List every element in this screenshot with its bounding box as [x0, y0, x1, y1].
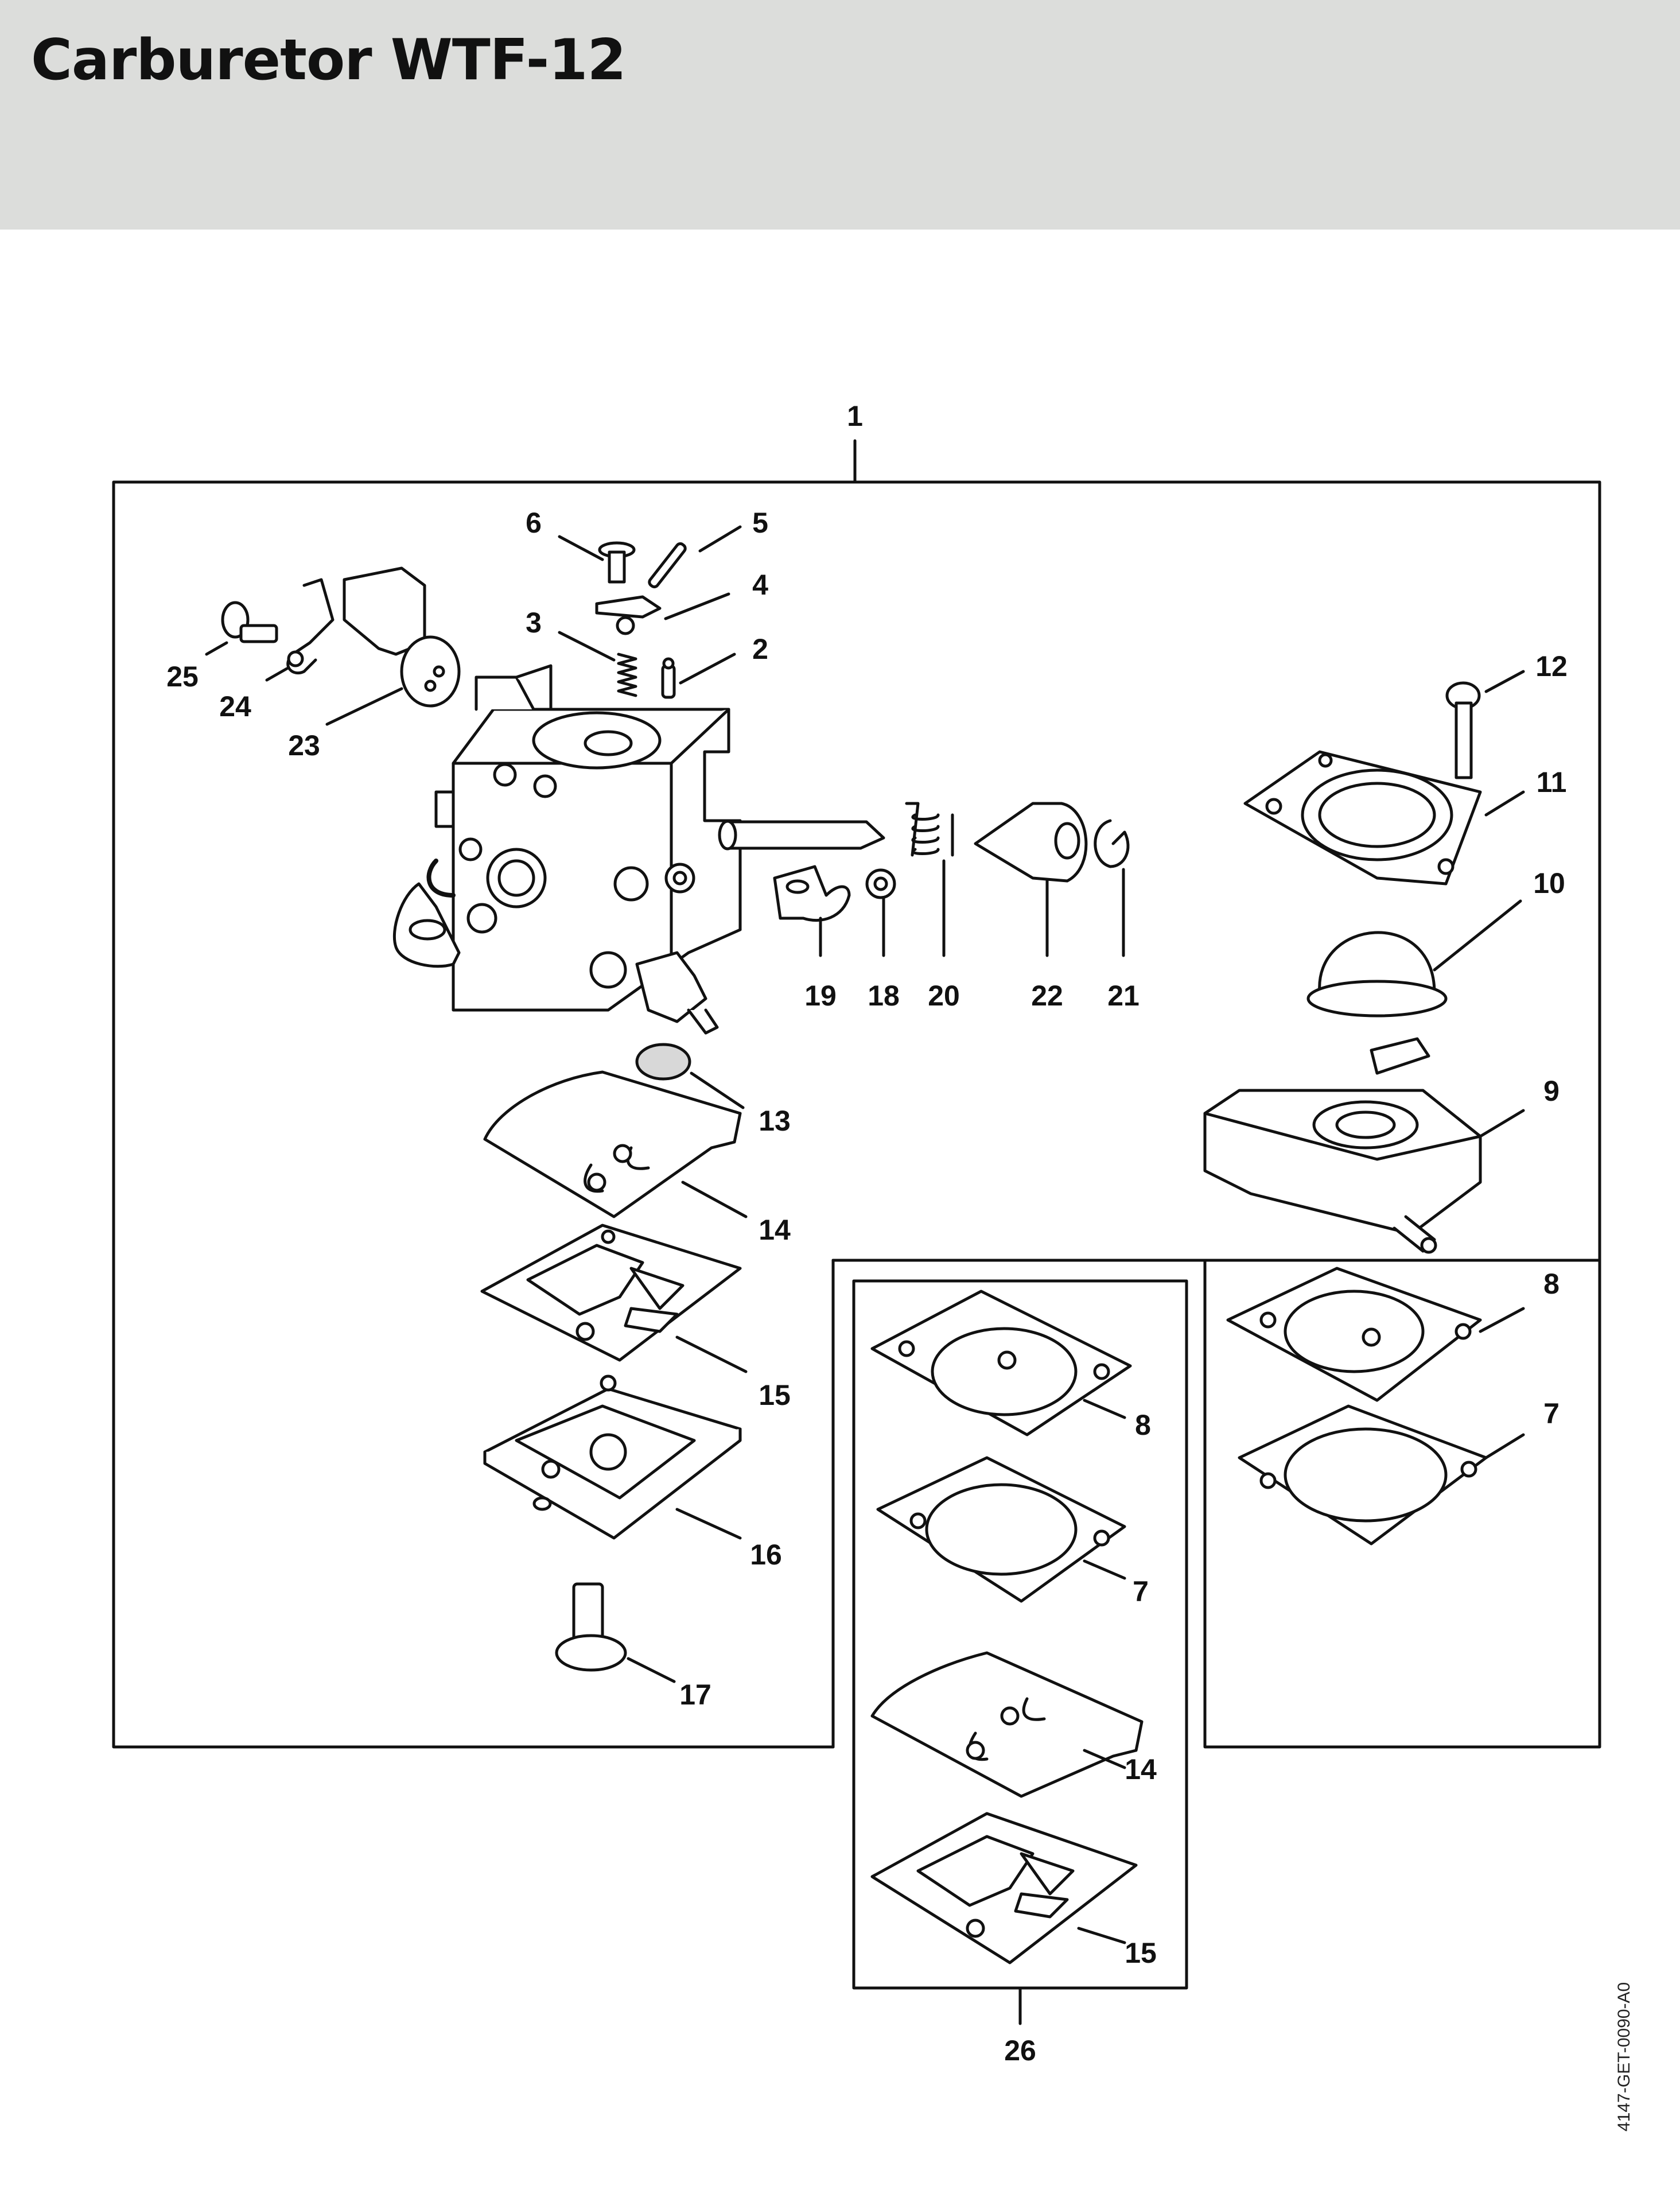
- inlet-needle: [661, 657, 676, 699]
- leader-4: [664, 592, 730, 620]
- pump-diaphragm-8b: [870, 1290, 1132, 1436]
- primer-bulb: [1306, 931, 1448, 1018]
- callout-11: 11: [1537, 766, 1567, 798]
- leader-9: [1479, 1109, 1525, 1138]
- kit-bracket: [831, 1259, 1207, 2025]
- screw-25: [221, 601, 278, 643]
- callout-24: 24: [219, 690, 251, 723]
- callout-20: 20: [928, 980, 960, 1012]
- callout-10: 10: [1533, 867, 1565, 899]
- pump-diaphragm-8a: [1226, 1267, 1482, 1402]
- leader-14b: [1083, 1749, 1126, 1769]
- leader-3: [558, 631, 616, 662]
- callout-4: 4: [752, 569, 768, 601]
- leader-15b: [1077, 1927, 1126, 1944]
- leader-12: [1484, 670, 1525, 693]
- gasket-15: [480, 1224, 742, 1362]
- callout-5: 5: [752, 507, 768, 539]
- callout-14b: 14: [1125, 1753, 1157, 1785]
- control-lever: [595, 595, 662, 635]
- callout-2: 2: [752, 633, 768, 665]
- leader-11: [1484, 790, 1525, 817]
- gasket-14b: [870, 1651, 1144, 1798]
- callout-23: 23: [288, 729, 320, 762]
- callout-22: 22: [1031, 980, 1063, 1012]
- pump-housing: [1203, 1037, 1482, 1254]
- callout-3: 3: [526, 607, 542, 639]
- spring: [617, 653, 637, 697]
- page-title: Carburetor WTF-12: [31, 28, 627, 93]
- e-clip: [1094, 819, 1130, 868]
- leader-17: [627, 1657, 676, 1683]
- callout-15b: 15: [1125, 1937, 1157, 1969]
- leader-24: [265, 667, 289, 682]
- callout-6: 6: [526, 507, 542, 539]
- gasket-15b: [870, 1812, 1138, 1964]
- assembly-bracket: [112, 439, 1601, 1749]
- callout-21: 21: [1107, 980, 1140, 1012]
- leader-8a: [1479, 1307, 1525, 1333]
- screw-12: [1445, 681, 1481, 779]
- leader-2: [679, 653, 736, 685]
- strainer: [635, 1043, 691, 1081]
- clip: [286, 578, 335, 675]
- lever-19: [773, 865, 851, 922]
- callout-25: 25: [166, 661, 199, 693]
- callout-13: 13: [759, 1105, 791, 1137]
- gasket-14: [483, 1070, 742, 1218]
- metering-plate: [483, 1374, 742, 1540]
- connector: [343, 566, 461, 708]
- document-code: 4147-GET-0090-A0: [1615, 1982, 1634, 2131]
- leader-7a: [1484, 1433, 1525, 1459]
- leader-8b: [1083, 1399, 1126, 1419]
- carburetor-body: [392, 664, 885, 1035]
- leader-23: [325, 687, 403, 726]
- nut: [865, 868, 896, 899]
- gasket-7a: [1238, 1404, 1488, 1546]
- callout-8a: 8: [1543, 1268, 1560, 1300]
- callout-18: 18: [868, 980, 900, 1012]
- leader-5: [698, 525, 742, 553]
- leader-13: [690, 1071, 745, 1109]
- leader-15a: [675, 1335, 748, 1373]
- leader-14a: [681, 1181, 748, 1218]
- callout-15a: 15: [759, 1379, 791, 1411]
- title-banner: Carburetor WTF-12: [0, 0, 1680, 230]
- screw-17: [555, 1582, 627, 1672]
- screw-6: [598, 541, 636, 584]
- callout-14a: 14: [759, 1214, 791, 1246]
- callout-1: 1: [847, 400, 863, 432]
- callout-17: 17: [679, 1679, 711, 1711]
- callout-16: 16: [750, 1539, 782, 1571]
- leader-16: [675, 1508, 742, 1540]
- callout-7a: 7: [1543, 1397, 1560, 1430]
- callout-12: 12: [1535, 650, 1568, 682]
- pump-cover: [1243, 750, 1482, 886]
- callout-7b: 7: [1133, 1575, 1149, 1607]
- leader-10: [1433, 899, 1522, 972]
- pin: [648, 542, 687, 589]
- callout-26: 26: [1004, 2034, 1036, 2067]
- throttle-spring: [905, 802, 954, 857]
- leader-25: [205, 641, 228, 656]
- callout-9: 9: [1543, 1075, 1560, 1107]
- callout-8b: 8: [1135, 1409, 1151, 1441]
- leader-7b: [1083, 1559, 1126, 1580]
- gasket-7b: [876, 1456, 1126, 1603]
- leader-6: [558, 535, 604, 561]
- cam: [974, 802, 1088, 883]
- callout-19: 19: [804, 980, 837, 1012]
